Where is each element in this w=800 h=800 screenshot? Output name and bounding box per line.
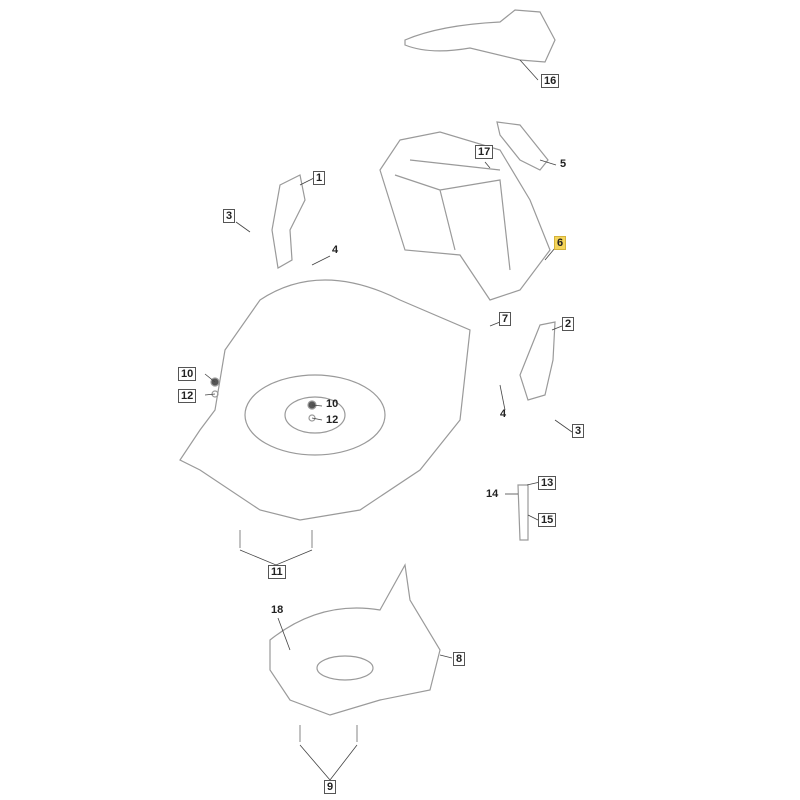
mower-deck <box>179 279 471 521</box>
callout-3: 3 <box>223 209 236 223</box>
callout-13: 13 <box>538 476 557 490</box>
part-16-cover <box>404 9 556 63</box>
part-2-bracket <box>519 321 556 401</box>
part-18-deflector <box>269 563 441 716</box>
callout-9: 9 <box>324 780 337 794</box>
callout-10-center: 10 <box>326 398 339 410</box>
part-15-axle <box>517 484 529 541</box>
callout-1: 1 <box>313 171 326 185</box>
callout-11: 11 <box>268 565 286 579</box>
callout-15: 15 <box>538 513 557 527</box>
callout-4-right: 4 <box>500 408 507 420</box>
callout-14: 14 <box>486 488 499 500</box>
callout-16: 16 <box>541 74 560 88</box>
part-5-plate <box>496 121 549 171</box>
callout-12: 12 <box>178 389 197 403</box>
callout-17: 17 <box>475 145 494 159</box>
part-6-frame <box>379 131 551 301</box>
callout-6-highlighted: 6 <box>554 236 567 250</box>
callout-10: 10 <box>178 367 197 381</box>
callout-8: 8 <box>453 652 466 666</box>
callout-3-right: 3 <box>572 424 585 438</box>
callout-2: 2 <box>562 317 575 331</box>
callout-12-center: 12 <box>326 414 339 426</box>
part-1-bracket <box>271 174 306 269</box>
callout-5: 5 <box>560 158 567 170</box>
callout-18: 18 <box>271 604 284 616</box>
callout-7: 7 <box>499 312 512 326</box>
callout-4: 4 <box>332 244 339 256</box>
